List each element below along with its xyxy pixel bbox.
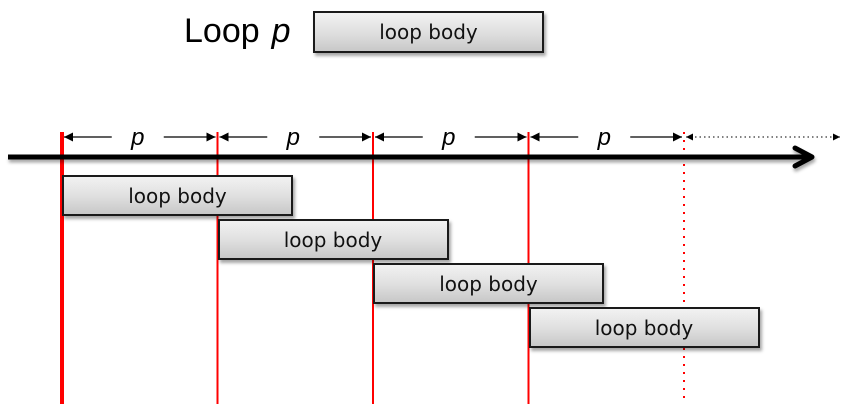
- iteration-loop-body-label: loop body: [128, 183, 227, 208]
- period-label: p: [130, 124, 144, 151]
- title-prefix: Loop: [184, 12, 260, 50]
- iteration-loop-body-label: loop body: [439, 271, 538, 296]
- iteration-loop-body-box: loop body: [217, 219, 449, 260]
- header-loop-body-box: loop body: [313, 11, 544, 53]
- iteration-loop-body-label: loop body: [594, 315, 694, 340]
- iteration-loop-body-box: loop body: [528, 307, 760, 348]
- period-label: p: [441, 124, 455, 151]
- iteration-loop-body-label: loop body: [283, 227, 383, 252]
- title-variable: p: [271, 12, 291, 50]
- period-label: p: [597, 124, 611, 151]
- period-label: p: [286, 124, 300, 151]
- iteration-loop-body-box: loop body: [373, 263, 604, 304]
- time-axis-arrowhead: [792, 145, 815, 169]
- iteration-loop-body-box: loop body: [62, 175, 293, 216]
- header-loop-body-label: loop body: [379, 20, 478, 44]
